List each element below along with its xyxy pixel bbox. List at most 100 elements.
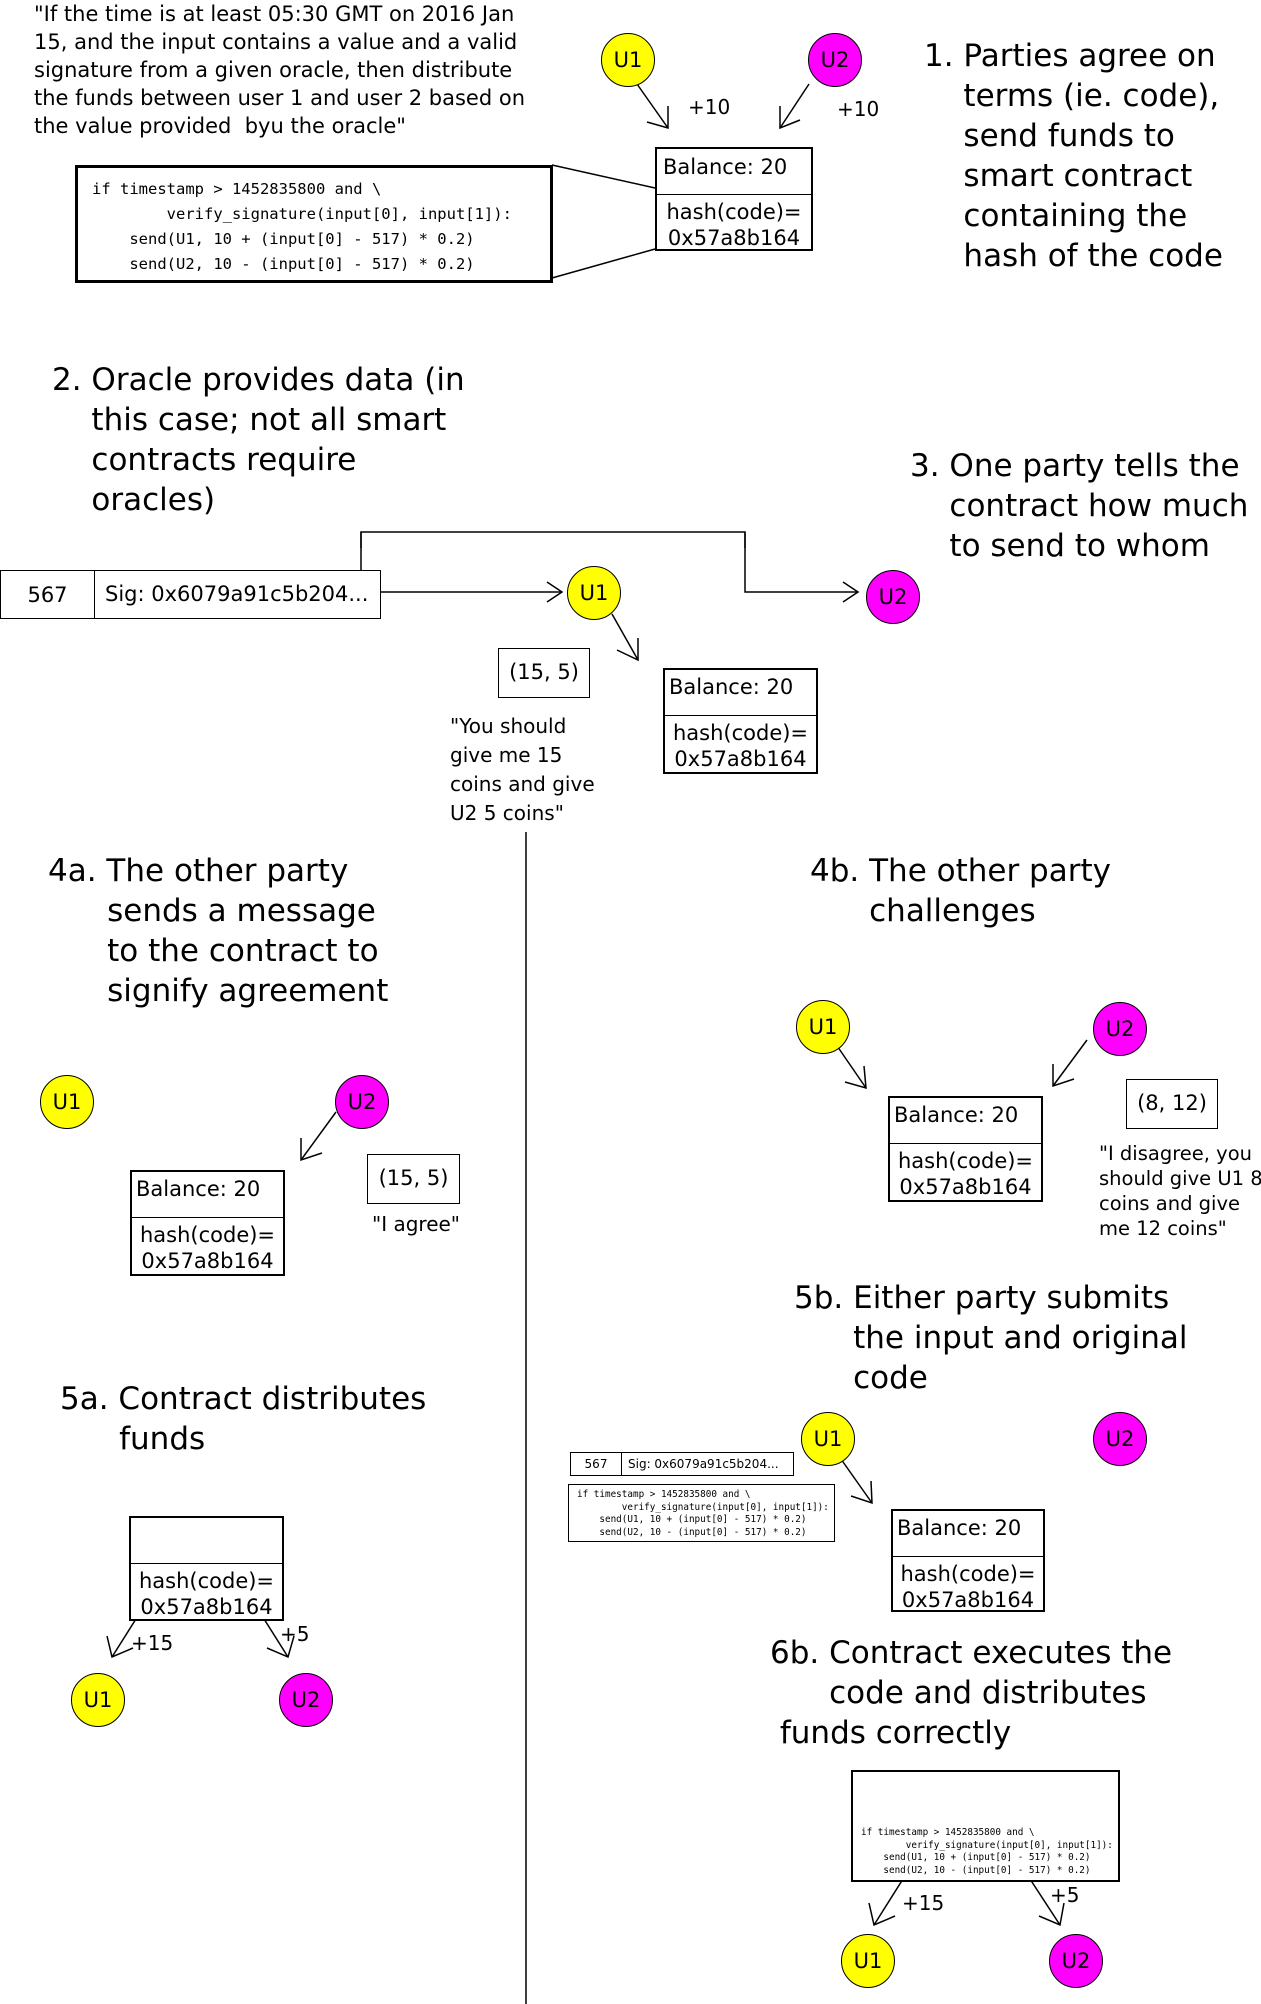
oracle-data-box-small: 567 Sig: 0x6079a91c5b204...	[570, 1452, 794, 1476]
u2-node: U2	[335, 1075, 389, 1129]
u2-deposit-amount: +10	[837, 97, 880, 121]
code-text: if timestamp > 1452835800 and \ verify_s…	[92, 180, 512, 273]
u1-submit-arrowhead	[850, 1480, 873, 1505]
contract-hash: hash(code)= 0x57a8b164	[897, 1149, 1034, 1199]
u2-label: U2	[820, 48, 850, 72]
code-box-small: if timestamp > 1452835800 and \ verify_s…	[568, 1484, 835, 1542]
payout-u1-arrowhead	[106, 1635, 134, 1659]
contract-box: Balance: 20 hash(code)= 0x57a8b164	[655, 147, 813, 251]
u2-deposit-arrow	[779, 83, 810, 129]
payout-u1-amount: +15	[131, 1631, 174, 1655]
contract-box: Balance: 20 hash(code)= 0x57a8b164	[130, 1170, 285, 1276]
step4b-text: 4b. The other party challenges	[810, 853, 1111, 929]
u1-deposit-arrow	[636, 83, 669, 129]
u1-node: U1	[40, 1075, 94, 1129]
message-box: (15, 5)	[367, 1154, 460, 1204]
step2-text: 2. Oracle provides data (in this case; n…	[52, 362, 465, 518]
payout6-u2-arrow	[1029, 1878, 1061, 1926]
u1-node: U1	[567, 566, 621, 620]
contract-hash: hash(code)= 0x57a8b164	[138, 1569, 275, 1619]
contract-balance: Balance: 20	[669, 675, 794, 699]
u1-label: U1	[613, 48, 643, 72]
payout-u2-amount: +5	[1050, 1883, 1080, 1907]
step5a-text: 5a. Contract distributes funds	[60, 1381, 427, 1457]
u2-label: U2	[347, 1090, 377, 1114]
u1-label: U1	[853, 1949, 883, 1973]
message-value: (15, 5)	[378, 1166, 449, 1190]
message-value: (15, 5)	[509, 660, 579, 684]
u1-deposit-amount: +10	[688, 95, 731, 119]
payout-u2-amount: +5	[280, 1622, 310, 1646]
code-box-executed: if timestamp > 1452835800 and \ verify_s…	[851, 1770, 1120, 1882]
u1-message-arrow	[611, 613, 639, 661]
code-box: if timestamp > 1452835800 and \ verify_s…	[75, 165, 553, 283]
u1-label: U1	[52, 1090, 82, 1114]
contract-balance: Balance: 20	[136, 1177, 261, 1201]
contract-box-empty: hash(code)= 0x57a8b164	[129, 1516, 284, 1621]
u1-node: U1	[801, 1412, 855, 1466]
to-u2-arrowhead	[842, 581, 860, 603]
u1-message-arrowhead	[616, 638, 639, 662]
payout6-u2-arrowhead	[1038, 1902, 1065, 1927]
step4a-text: 4a. The other party sends a message to t…	[48, 853, 389, 1009]
code-text: if timestamp > 1452835800 and \ verify_s…	[577, 1489, 829, 1538]
code-link-line-top	[551, 164, 656, 189]
u2-node: U2	[808, 33, 862, 87]
u2-challenge-arrowhead	[1052, 1064, 1075, 1088]
message-quote: "You should give me 15 coins and give U2…	[450, 714, 595, 825]
step5b-text: 5b. Either party submits the input and o…	[794, 1280, 1188, 1396]
u2-label: U2	[1105, 1427, 1135, 1451]
oracle-value: 567	[27, 583, 68, 607]
u2-label: U2	[1061, 1949, 1091, 1973]
contract-hash: hash(code)= 0x57a8b164	[672, 721, 809, 771]
u2-challenge-arrow	[1052, 1039, 1088, 1087]
message-box: (15, 5)	[498, 648, 590, 698]
u1-label: U1	[579, 581, 609, 605]
oracle-to-u1-arrowhead	[546, 581, 564, 603]
u1-node: U1	[71, 1673, 125, 1727]
u1-label: U1	[808, 1015, 838, 1039]
u2-node: U2	[1093, 1412, 1147, 1466]
u1-node: U1	[841, 1934, 895, 1988]
u2-agree-arrow	[300, 1111, 337, 1161]
u1-node: U1	[796, 1000, 850, 1054]
u1-deposit-arrowhead	[646, 106, 669, 129]
payout-u2-arrowhead	[266, 1635, 295, 1659]
u1-label: U1	[813, 1427, 843, 1451]
message-quote: "I agree"	[372, 1212, 460, 1236]
code-link-line-bottom	[551, 248, 656, 279]
contract-balance: Balance: 20	[897, 1516, 1022, 1540]
contract-hash: hash(code)= 0x57a8b164	[900, 1562, 1036, 1612]
message-box: (8, 12)	[1126, 1079, 1218, 1129]
u2-deposit-arrowhead	[779, 106, 801, 130]
u2-node: U2	[1093, 1002, 1147, 1056]
message-value: (8, 12)	[1137, 1091, 1207, 1115]
step3-text: 3. One party tells the contract how much…	[910, 448, 1249, 564]
oracle-signature: Sig: 0x6079a91c5b204...	[628, 1457, 779, 1471]
message-quote: "I disagree, you should give U1 8 coins …	[1099, 1142, 1261, 1240]
contract-hash: hash(code)= 0x57a8b164	[139, 1223, 276, 1273]
contract-balance: Balance: 20	[663, 155, 788, 179]
u2-label: U2	[291, 1688, 321, 1712]
contract-box: Balance: 20 hash(code)= 0x57a8b164	[888, 1096, 1043, 1202]
u2-agree-arrowhead	[300, 1138, 323, 1162]
code-text: if timestamp > 1452835800 and \ verify_s…	[861, 1827, 1113, 1876]
u2-node: U2	[866, 570, 920, 624]
step6b-text: 6b. Contract executes the code and distr…	[770, 1635, 1173, 1751]
oracle-value: 567	[584, 1457, 608, 1471]
oracle-data-box: 567 Sig: 0x6079a91c5b204...	[0, 570, 381, 619]
u2-node: U2	[1049, 1934, 1103, 1988]
u1-label: U1	[83, 1688, 113, 1712]
step1-text: 1. Parties agree on terms (ie. code), se…	[924, 38, 1223, 274]
u1-node: U1	[601, 33, 655, 87]
payout-u1-amount: +15	[902, 1891, 945, 1915]
contract-box: Balance: 20 hash(code)= 0x57a8b164	[891, 1509, 1045, 1612]
contract-balance: Balance: 20	[894, 1103, 1019, 1127]
condition-quote: "If the time is at least 05:30 GMT on 20…	[34, 2, 526, 138]
u2-node: U2	[279, 1673, 333, 1727]
payout6-u1-arrow	[873, 1878, 904, 1926]
contract-hash: hash(code)= 0x57a8b164	[666, 200, 802, 250]
oracle-signature: Sig: 0x6079a91c5b204...	[105, 582, 369, 606]
u2-label: U2	[1105, 1017, 1135, 1041]
